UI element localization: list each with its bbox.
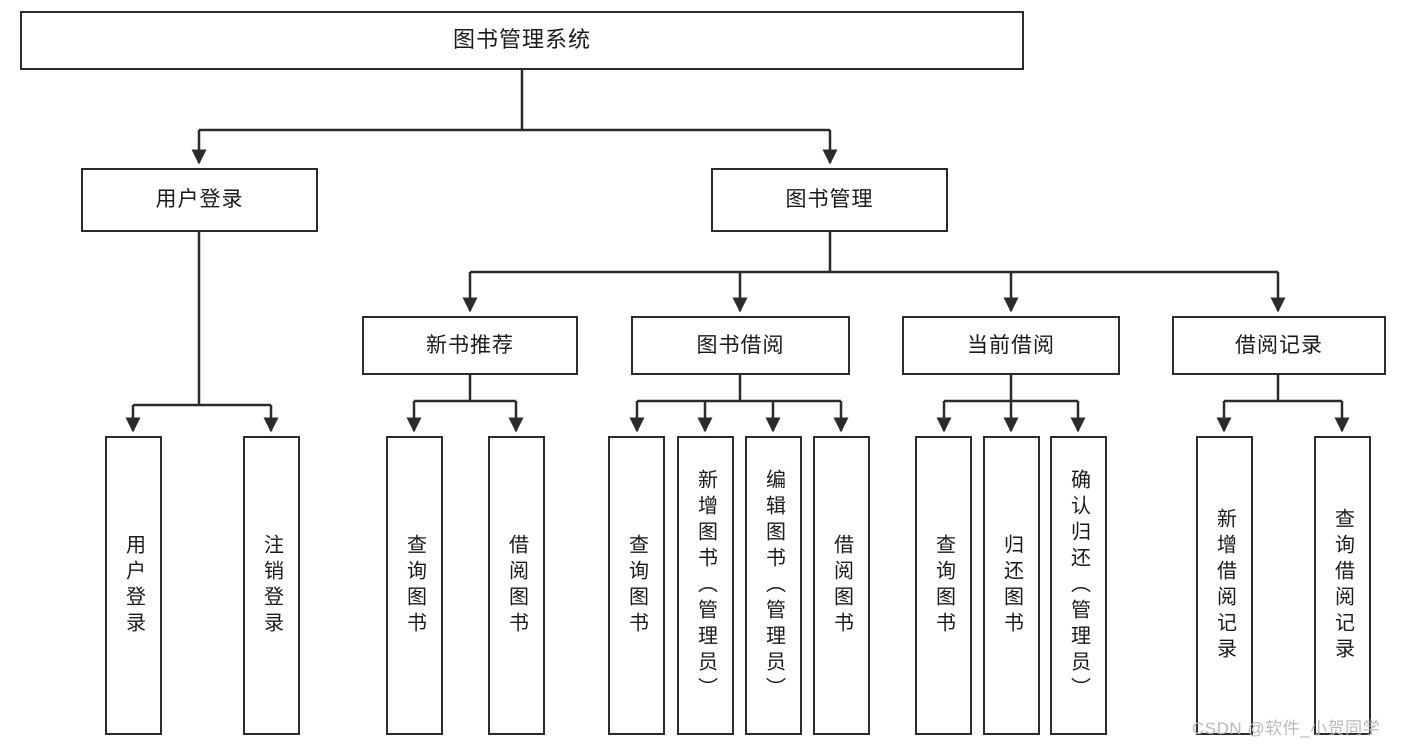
leaf-edit-book-admin[interactable]: 编辑图书（管理员） (745, 436, 802, 735)
node-label: 归还图书 (1000, 533, 1023, 638)
leaf-user-logout[interactable]: 注销登录 (243, 436, 300, 735)
node-label: 新增图书（管理员） (694, 468, 717, 703)
leaf-add-borrow-record[interactable]: 新增借阅记录 (1196, 436, 1253, 735)
leaf-user-login[interactable]: 用户登录 (105, 436, 162, 735)
node-label: 查询图书 (625, 533, 648, 638)
node-label: 查询借阅记录 (1331, 507, 1354, 664)
node-label: 图书借阅 (696, 333, 785, 357)
node-label: 查询图书 (403, 533, 426, 638)
node-label: 查询图书 (932, 533, 955, 638)
node-label: 确认归还（管理员） (1067, 468, 1090, 703)
leaf-add-book-admin[interactable]: 新增图书（管理员） (677, 436, 734, 735)
leaf-return-book[interactable]: 归还图书 (983, 436, 1040, 735)
node-current-borrow[interactable]: 当前借阅 (902, 316, 1120, 375)
node-label: 借阅记录 (1235, 333, 1323, 357)
node-root-book-management-system[interactable]: 图书管理系统 (20, 11, 1024, 70)
node-label: 新增借阅记录 (1213, 507, 1236, 664)
node-label: 图书管理 (785, 188, 874, 212)
leaf-query-book-recommend[interactable]: 查询图书 (386, 436, 443, 735)
node-user-login[interactable]: 用户登录 (81, 168, 318, 232)
node-label: 注销登录 (260, 533, 283, 638)
node-book-borrow[interactable]: 图书借阅 (631, 316, 850, 375)
node-label: 新书推荐 (426, 333, 514, 357)
node-book-manage[interactable]: 图书管理 (711, 168, 948, 232)
node-label: 用户登录 (122, 533, 145, 638)
leaf-query-book-borrow[interactable]: 查询图书 (608, 436, 665, 735)
leaf-confirm-return-admin[interactable]: 确认归还（管理员） (1050, 436, 1107, 735)
node-label: 借阅图书 (830, 533, 853, 638)
node-new-book-recommend[interactable]: 新书推荐 (362, 316, 578, 375)
leaf-borrow-book-recommend[interactable]: 借阅图书 (488, 436, 545, 735)
leaf-borrow-book[interactable]: 借阅图书 (813, 436, 870, 735)
node-borrow-record[interactable]: 借阅记录 (1172, 316, 1386, 375)
leaf-query-book-current[interactable]: 查询图书 (915, 436, 972, 735)
node-label: 图书管理系统 (452, 27, 591, 53)
node-label: 借阅图书 (505, 533, 528, 638)
node-label: 当前借阅 (967, 333, 1055, 357)
leaf-query-borrow-record[interactable]: 查询借阅记录 (1314, 436, 1371, 735)
node-label: 编辑图书（管理员） (762, 468, 785, 703)
node-label: 用户登录 (155, 188, 244, 212)
